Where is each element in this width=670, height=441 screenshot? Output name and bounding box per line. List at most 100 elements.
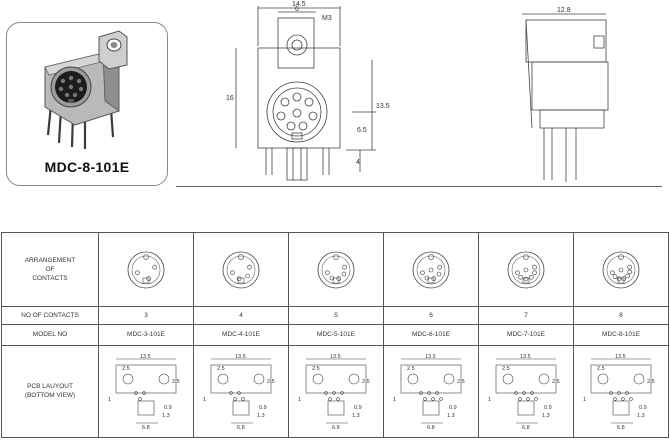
mount-tab-outline: [277, 17, 315, 69]
contact-pin: [618, 267, 624, 272]
pcb-dim-label: 2.5: [647, 379, 655, 385]
model-title: MDC-8-101E: [44, 159, 130, 175]
pcb-dim-label: 1.3: [637, 413, 645, 419]
contact-pin: [523, 267, 529, 272]
contact-pin: [336, 275, 342, 281]
pcb-layout-diagram: 13.52.52.56.80.91.31: [583, 354, 655, 429]
pin-hole: [518, 397, 522, 401]
pin-hole: [237, 391, 241, 395]
contact-pin: [437, 264, 442, 270]
dim-mount-hole: M3: [322, 15, 332, 22]
pcb-dim-label: 1: [108, 397, 111, 403]
arrangement-cell: [288, 231, 384, 308]
pcb-dim-label: 0.9: [449, 405, 457, 411]
pin-hole: [609, 391, 613, 395]
mount-hole: [122, 373, 134, 385]
pcb-dim-label: 0.9: [354, 405, 362, 411]
contact-pin: [610, 270, 615, 275]
socket-outline: [222, 251, 260, 289]
arrangement-diagram: [602, 251, 640, 289]
pcb-dim-label: 2.5: [172, 379, 180, 385]
pcb-outline: [590, 364, 652, 394]
arrangement-cell: [383, 231, 479, 308]
pin-hole: [625, 391, 629, 395]
contacts-cell: 3: [98, 306, 194, 326]
contact-pin: [532, 264, 537, 270]
row-label-pcb: PCB LAUYOUT (BOTTOM VIEW): [1, 344, 99, 439]
dim-depth: 12.8: [557, 7, 571, 14]
mount-hole: [443, 373, 455, 385]
row-label-arrangement: ARRANGEMENT OF CONTACTS: [1, 231, 99, 308]
socket-outline: [507, 251, 545, 289]
spec-table: ARRANGEMENT OF CONTACTS NO OF CONTACTS 3…: [1, 231, 669, 439]
pcb-dim-label: 2.5: [407, 366, 415, 372]
contact-pin: [612, 274, 618, 279]
pcb-outline: [400, 364, 462, 394]
pcb-dim-label: 0.9: [544, 405, 552, 411]
pcb-dim-label: 2.5: [312, 366, 320, 372]
pcb-outline: [210, 364, 272, 394]
contact-pin: [627, 269, 633, 274]
contact-pin: [152, 264, 157, 270]
arrangement-cell: [573, 231, 669, 308]
pin-pad: [517, 400, 535, 416]
contact-pin: [325, 270, 330, 275]
contact-pin: [518, 274, 524, 280]
pcb-dim-label: 13.5: [615, 354, 626, 360]
row-label-contacts: NO OF CONTACTS: [1, 306, 99, 326]
mount-hole: [158, 373, 170, 385]
model-cell: MDC-3-101E: [98, 324, 194, 346]
dim-contact-offset: 6.5: [357, 127, 367, 134]
pcb-dim-label: 6.8: [522, 425, 530, 429]
pin-hole: [621, 397, 625, 401]
pin-hole: [435, 391, 439, 395]
pin-hole: [332, 391, 336, 395]
pin-hole: [134, 391, 138, 395]
pcb-dim-label: 2.5: [362, 379, 370, 385]
drawing-separator: [176, 186, 662, 187]
pcb-outline: [495, 364, 557, 394]
socket-outline: [602, 251, 640, 289]
product-photo-card: MDC-8-101E: [6, 22, 168, 186]
contact-pin: [342, 264, 347, 270]
contact-pin: [247, 264, 252, 270]
contact-pin: [616, 276, 622, 281]
arrangement-cell: [478, 231, 574, 308]
pin-hole: [439, 397, 443, 401]
contact-pin: [431, 275, 437, 281]
pcb-dim-label: 13.5: [140, 354, 151, 360]
contact-pin: [135, 270, 140, 275]
contact-pin: [420, 270, 425, 275]
socket-outline: [412, 251, 450, 289]
mount-hole: [253, 373, 265, 385]
pcb-dim-label: 2.5: [552, 379, 560, 385]
connector-photo: [44, 30, 128, 149]
arrangement-cell: [98, 231, 194, 308]
arrangement-diagram: [222, 251, 260, 289]
model-cell: MDC-4-101E: [193, 324, 289, 346]
row-contacts: NO OF CONTACTS 3 4 5 6 7 8: [1, 306, 669, 326]
pcb-dim-label: 0.9: [164, 405, 172, 411]
arrangement-diagram: [507, 251, 545, 289]
arrangement-diagram: [127, 251, 165, 289]
contact-pin: [428, 267, 434, 272]
mount-hole-outer: [286, 34, 308, 56]
socket-inner: [416, 255, 446, 284]
contact-pin: [230, 270, 235, 275]
pcb-dim-label: 1.3: [257, 413, 265, 419]
pin-pad: [232, 400, 250, 416]
contact-pin: [341, 271, 347, 277]
pin-hole: [534, 397, 538, 401]
pcb-dim-label: 2.5: [122, 366, 130, 372]
pcb-dim-label: 6.8: [617, 425, 625, 429]
pin-pad: [137, 400, 155, 416]
contact-holes: [276, 92, 318, 131]
pcb-dim-label: 1: [393, 397, 396, 403]
pcb-outline: [115, 364, 177, 394]
socket-inner: [511, 255, 541, 284]
pin-pad: [327, 400, 345, 416]
model-cell: MDC-5-101E: [288, 324, 384, 346]
pcb-dim-label: 1.3: [352, 413, 360, 419]
